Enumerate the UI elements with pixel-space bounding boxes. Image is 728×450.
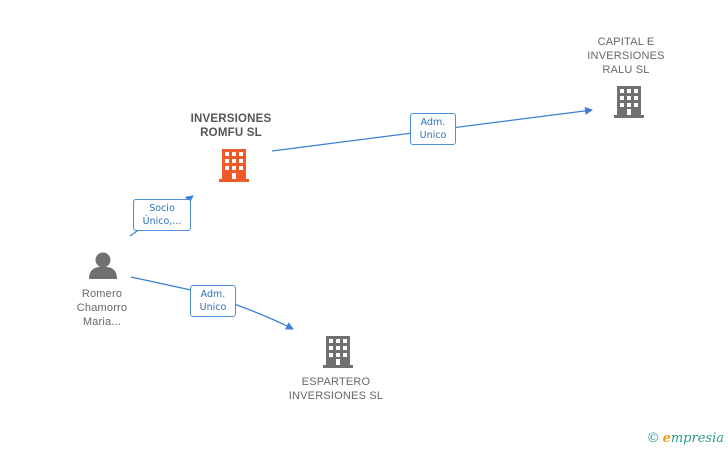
label-line: INVERSIONES SL: [288, 390, 384, 402]
person-icon[interactable]: [89, 252, 117, 280]
copyright-symbol: ©: [646, 431, 660, 446]
edge-label-line: Adm.: [420, 117, 446, 128]
node-label-capital-inversiones-ralu[interactable]: CAPITAL E INVERSIONES RALU SL: [576, 35, 676, 77]
label-line: RALU SL: [602, 64, 650, 76]
edge-label-socio-unico[interactable]: Socio Único,...: [133, 199, 191, 231]
label-line: INVERSIONES: [587, 50, 665, 62]
label-line: Romero: [81, 288, 123, 300]
label-line: INVERSIONES: [190, 113, 272, 125]
node-label-romero-chamorro[interactable]: Romero Chamorro Maria...: [62, 287, 142, 329]
label-line: ESPARTERO: [301, 376, 371, 388]
label-line: Maria...: [82, 316, 122, 328]
node-label-inversiones-romfu[interactable]: INVERSIONES ROMFU SL: [176, 112, 286, 140]
empresia-logo: ©empresia: [647, 431, 724, 446]
building-icon[interactable]: [323, 336, 353, 368]
building-icon[interactable]: [614, 86, 644, 118]
brand-initial: e: [662, 431, 671, 446]
label-line: CAPITAL E: [597, 36, 655, 48]
label-line: ROMFU SL: [200, 127, 262, 139]
edge-label-line: Unico: [419, 130, 447, 141]
label-line: Chamorro: [76, 302, 128, 314]
edge-label-line: Unico: [199, 302, 227, 313]
node-label-espartero-inversiones[interactable]: ESPARTERO INVERSIONES SL: [280, 375, 392, 403]
edge-label-line: Adm.: [200, 289, 226, 300]
edge-label-adm-unico-capital[interactable]: Adm. Unico: [410, 113, 456, 145]
edge-label-adm-unico-espartero[interactable]: Adm. Unico: [190, 285, 236, 317]
brand-name: mpresia: [670, 431, 724, 446]
edge-label-line: Único,...: [142, 216, 182, 227]
edge-label-line: Socio: [149, 203, 175, 214]
building-icon[interactable]: [219, 149, 249, 182]
